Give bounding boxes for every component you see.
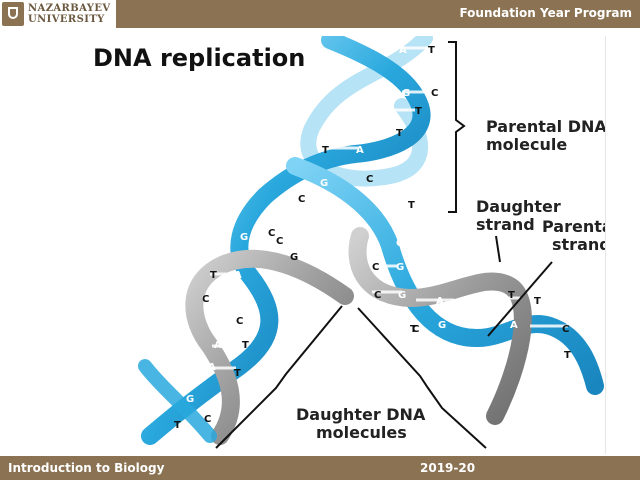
base-letter: A bbox=[356, 145, 364, 156]
base-letter: A bbox=[214, 340, 222, 351]
base-letter: C bbox=[431, 88, 438, 99]
base-letter: A bbox=[510, 320, 518, 331]
base-letter: C bbox=[276, 236, 283, 247]
base-letter: T bbox=[534, 296, 541, 307]
base-letter: T bbox=[234, 368, 241, 379]
base-letter: C bbox=[236, 316, 243, 327]
base-letter: T bbox=[428, 45, 435, 56]
header-bar: NAZARBAYEV UNIVERSITY Foundation Year Pr… bbox=[0, 0, 640, 28]
right-parental-strand bbox=[286, 157, 604, 395]
left-lower-blue-strand bbox=[138, 359, 217, 443]
base-letter: G bbox=[206, 316, 214, 327]
right-base-letters: C G C G T A C G A T A T G C A T bbox=[372, 262, 571, 383]
base-letter: G bbox=[320, 178, 328, 189]
base-letter: C bbox=[268, 228, 275, 239]
footer-bar: Introduction to Biology 2019-20 bbox=[0, 456, 640, 480]
label-parental-dna-line2: molecule bbox=[486, 135, 567, 154]
base-letter: C bbox=[562, 324, 569, 335]
base-letter: T bbox=[564, 350, 571, 361]
right-daughter-strand bbox=[348, 227, 532, 425]
content-divider bbox=[605, 36, 606, 454]
base-letter: G bbox=[280, 204, 288, 215]
left-daughter-strand bbox=[185, 249, 354, 445]
base-letter: A bbox=[399, 45, 407, 56]
program-name: Foundation Year Program bbox=[459, 6, 632, 20]
logo-line-1: NAZARBAYEV bbox=[28, 3, 111, 14]
base-letter: G bbox=[540, 344, 548, 355]
logo-text: NAZARBAYEV UNIVERSITY bbox=[28, 3, 111, 25]
dna-replication-diagram: A T G C A T A T T A C G G C T G C A G C … bbox=[138, 36, 605, 449]
base-letter: G bbox=[240, 232, 248, 243]
parental-dna-bracket bbox=[448, 41, 466, 213]
label-daughter-strand-line2: strand bbox=[476, 215, 535, 234]
base-letter: A bbox=[436, 296, 444, 307]
base-letter: A bbox=[152, 394, 160, 405]
label-parental-dna-line1: Parental DNA bbox=[486, 117, 605, 136]
fork-base-letters: C G G C T G C A G C G G bbox=[240, 174, 415, 263]
base-letter: T bbox=[408, 200, 415, 211]
base-letter: G bbox=[186, 394, 194, 405]
daughter-strand-pointer bbox=[495, 235, 501, 263]
base-letter: C bbox=[366, 174, 373, 185]
university-shield-icon bbox=[2, 2, 24, 26]
base-letter: T bbox=[415, 106, 422, 117]
label-parental-strand-line2: strand bbox=[552, 235, 605, 254]
label-daughter-dna-line2: molecules bbox=[316, 423, 407, 442]
base-letter: A bbox=[234, 270, 242, 281]
base-letter: G bbox=[234, 294, 242, 305]
base-letter: A bbox=[482, 318, 490, 329]
top-base-letters: A T G C A T A T T A bbox=[322, 45, 438, 156]
base-letter: A bbox=[366, 128, 374, 139]
slide-title: DNA replication bbox=[93, 44, 306, 72]
base-letter: G bbox=[402, 88, 410, 99]
base-letter: T bbox=[396, 128, 403, 139]
base-letter: C bbox=[298, 194, 305, 205]
base-letter: A bbox=[300, 226, 308, 237]
header-brand-strip: Foundation Year Program bbox=[116, 0, 640, 28]
base-letter: C bbox=[204, 414, 211, 425]
base-letter: T bbox=[322, 145, 329, 156]
base-letter: T bbox=[174, 420, 181, 431]
base-letter: C bbox=[372, 262, 379, 273]
daughter-molecules-bracket-left bbox=[215, 305, 343, 449]
base-letter: C bbox=[412, 324, 419, 335]
label-daughter-dna-line1: Daughter DNA bbox=[296, 405, 426, 424]
base-letter: G bbox=[396, 262, 404, 273]
base-pair-rungs bbox=[202, 46, 568, 370]
base-letter: G bbox=[438, 320, 446, 331]
label-parental-strand-line1: Parental bbox=[542, 217, 605, 236]
base-letter: C bbox=[374, 290, 381, 301]
left-parental-strand bbox=[141, 187, 279, 445]
base-letter: G bbox=[398, 290, 406, 301]
base-letter: C bbox=[202, 294, 209, 305]
university-logo: NAZARBAYEV UNIVERSITY bbox=[2, 2, 114, 26]
base-letter: A bbox=[542, 372, 550, 383]
course-name: Introduction to Biology bbox=[8, 461, 165, 475]
base-letter: A bbox=[208, 362, 216, 373]
base-letter: G bbox=[396, 238, 404, 249]
base-letter: T bbox=[210, 270, 217, 281]
base-letter: A bbox=[382, 106, 390, 117]
base-letter: T bbox=[410, 324, 417, 335]
base-letter: G bbox=[290, 252, 298, 263]
left-base-letters: T A C G G C A T A T A T G C bbox=[152, 270, 249, 431]
base-letter: T bbox=[242, 340, 249, 351]
parental-strand-pointer bbox=[487, 261, 553, 337]
daughter-molecules-bracket-right bbox=[357, 307, 487, 449]
logo-line-2: UNIVERSITY bbox=[28, 14, 105, 25]
base-letter: G bbox=[378, 194, 386, 205]
base-letter: T bbox=[508, 290, 515, 301]
academic-year: 2019-20 bbox=[420, 461, 476, 475]
label-daughter-strand-line1: Daughter bbox=[476, 197, 561, 216]
